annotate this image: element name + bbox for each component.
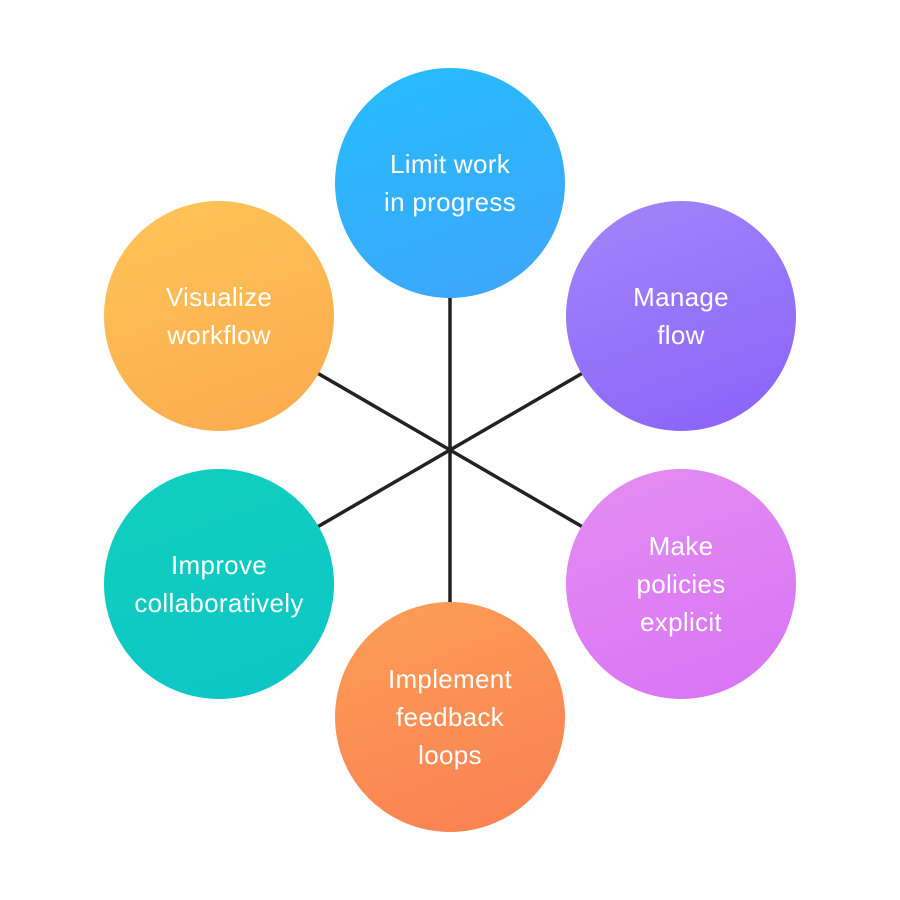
node-label: Manage flow [633, 282, 729, 350]
node-implement-feedback-loops: Implement feedback loops [335, 602, 565, 832]
node-visualize-workflow: Visualize workflow [104, 201, 334, 431]
node-label: Limit work in progress [384, 149, 516, 217]
node-limit-work-in-progress: Limit work in progress [335, 68, 565, 298]
node-make-policies-explicit: Make policies explicit [566, 469, 796, 699]
node-improve-collaboratively: Improve collaboratively [104, 469, 334, 699]
node-label: Implement feedback loops [387, 664, 513, 770]
node-label: Visualize workflow [165, 282, 273, 350]
node-manage-flow: Manage flow [566, 201, 796, 431]
node-label: Improve collaboratively [134, 550, 304, 618]
node-label: Make policies explicit [636, 531, 726, 637]
